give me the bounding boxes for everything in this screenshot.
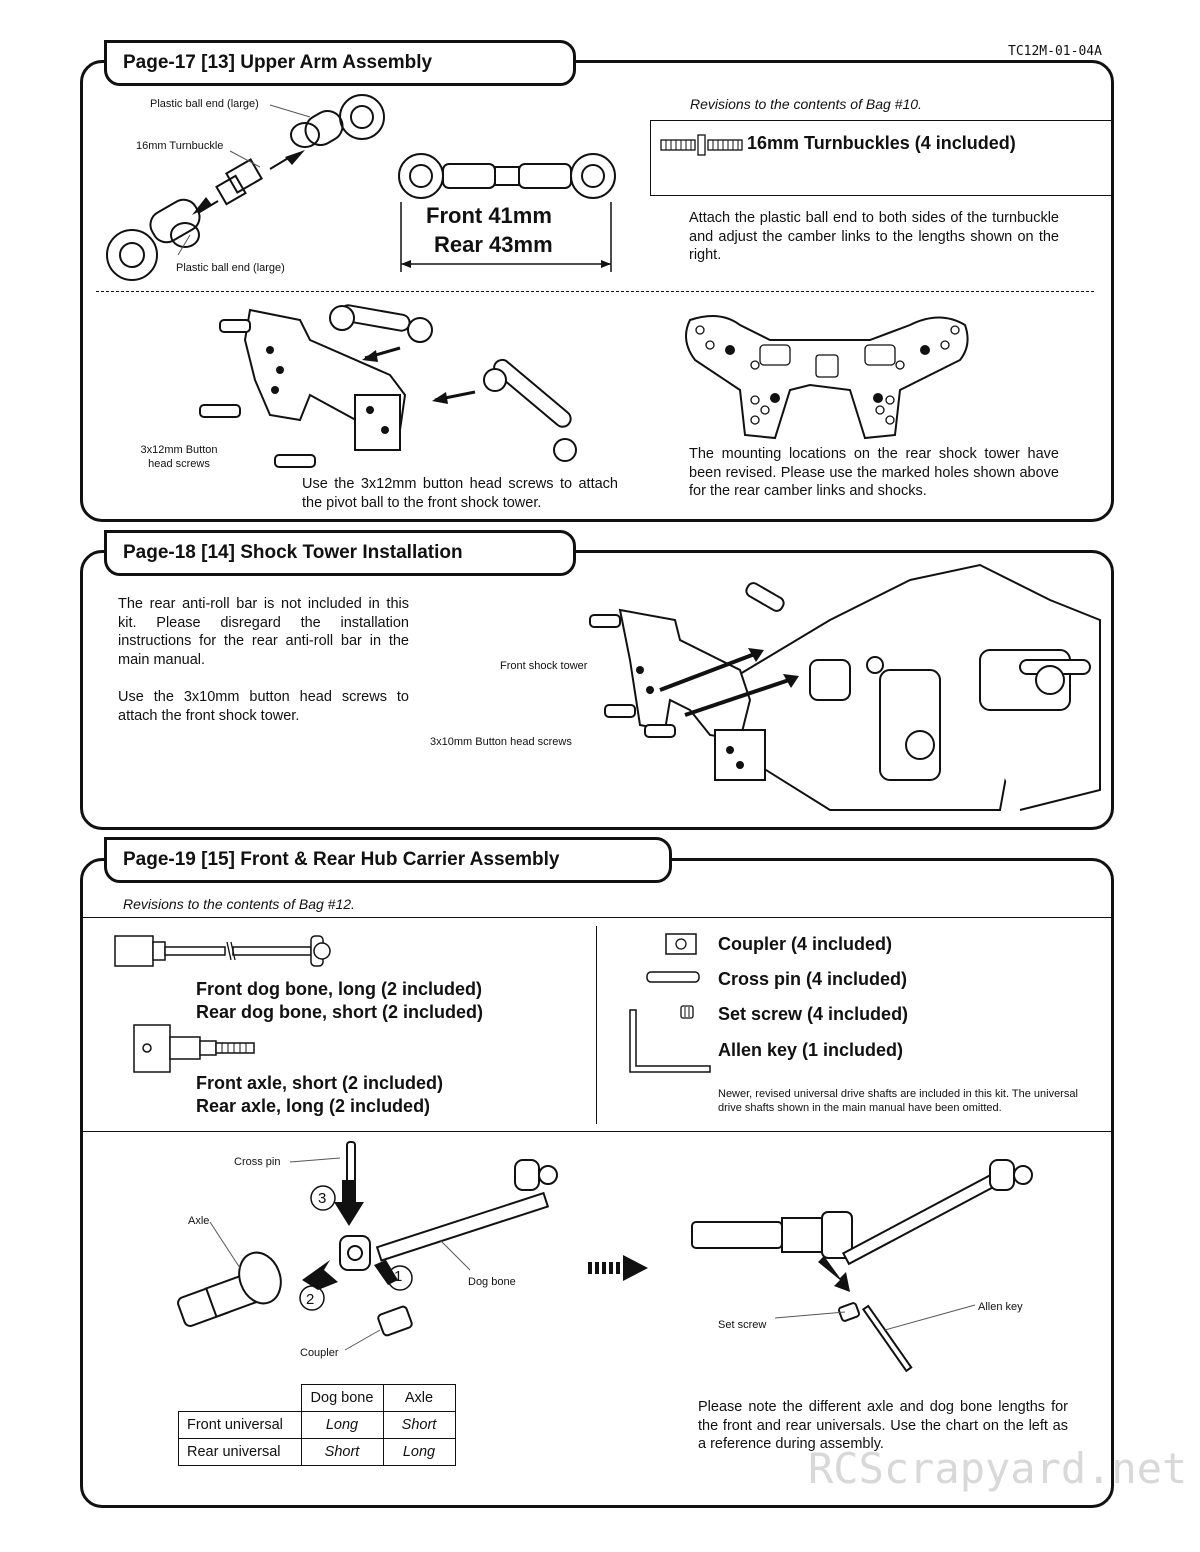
front-shock-tower-exploded-illustration bbox=[199, 304, 577, 468]
set-screw-icon bbox=[680, 1005, 694, 1019]
bag10-revision-note: Revisions to the contents of Bag #10. bbox=[690, 96, 922, 112]
step-2-label: 2 bbox=[306, 1291, 315, 1308]
label-ball-end-bottom: Plastic ball end (large) bbox=[176, 262, 285, 274]
coupler-label: Coupler (4 included) bbox=[718, 934, 893, 954]
front-shock-tower-screws-text: Use the 3x10mm button head screws to att… bbox=[118, 689, 409, 724]
length-reference-note: Please note the different axle and dog b… bbox=[698, 1399, 1068, 1452]
newer-drive-shafts-note: Newer, revised universal drive shafts ar… bbox=[718, 1088, 1078, 1114]
label-set-screw: Set screw bbox=[718, 1319, 767, 1331]
label-front-shock-tower: Front shock tower bbox=[500, 660, 588, 672]
table-row-label: Rear universal bbox=[178, 1438, 302, 1466]
label-allen-key: Allen key bbox=[978, 1301, 1023, 1313]
section-shock-tower-title: Page-18 [14] Shock Tower Installation bbox=[104, 530, 576, 576]
bag12-contents-top-rule bbox=[82, 917, 1112, 918]
bag12-contents-bottom-rule bbox=[82, 1131, 1112, 1132]
section-17-divider bbox=[96, 291, 1094, 292]
label-turnbuckle: 16mm Turnbuckle bbox=[136, 140, 224, 152]
table-cell-axle: Long bbox=[382, 1438, 456, 1466]
label-ball-end-top: Plastic ball end (large) bbox=[150, 98, 259, 110]
universal-length-table: Dog bone Axle Front universal Long Short… bbox=[178, 1384, 456, 1466]
cross-pin-label: Cross pin (4 included) bbox=[718, 969, 908, 989]
turnbuckle-icon bbox=[660, 134, 743, 156]
cross-pin-icon bbox=[646, 971, 700, 983]
axle-front-label: Front axle, short (2 included) bbox=[196, 1073, 444, 1093]
allen-key-icon bbox=[629, 1009, 711, 1073]
rear-shock-tower-illustration bbox=[685, 315, 969, 440]
assembled-universal-illustration bbox=[691, 1159, 1033, 1373]
bag12-revision-note: Revisions to the contents of Bag #12. bbox=[123, 896, 355, 912]
step-1-label: 1 bbox=[394, 1268, 403, 1285]
section-hub-carrier-panel bbox=[80, 858, 1114, 1508]
set-screw-label: Set screw (4 included) bbox=[718, 1004, 909, 1024]
next-step-arrow-icon bbox=[588, 1255, 648, 1281]
front-length-label: Front 41mm bbox=[426, 203, 552, 228]
document-code: TC12M-01-04A bbox=[1008, 44, 1102, 59]
attach-ball-end-text: Attach the plastic ball end to both side… bbox=[689, 210, 1059, 263]
watermark: RCScrapyard.net bbox=[808, 1444, 1188, 1493]
table-row: Rear universal Short Long bbox=[178, 1438, 456, 1466]
table-header-dog-bone: Dog bone bbox=[300, 1384, 384, 1412]
axle-rear-label: Rear axle, long (2 included) bbox=[196, 1096, 431, 1116]
bag12-contents-divider bbox=[596, 926, 597, 1124]
dog-bone-icon bbox=[114, 935, 331, 967]
coupler-icon bbox=[665, 933, 697, 955]
table-header-axle: Axle bbox=[382, 1384, 456, 1412]
bag10-contents-box bbox=[650, 120, 1112, 196]
dog-bone-front-label: Front dog bone, long (2 included) bbox=[196, 979, 482, 999]
label-axle: Axle bbox=[188, 1215, 210, 1227]
step-3-label: 3 bbox=[318, 1190, 327, 1207]
mounting-locations-text: The mounting locations on the rear shock… bbox=[689, 446, 1059, 499]
label-cross-pin: Cross pin bbox=[234, 1156, 281, 1168]
universal-assembly-illustration bbox=[177, 1141, 558, 1351]
label-dog-bone: Dog bone bbox=[468, 1276, 516, 1288]
label-coupler: Coupler bbox=[300, 1347, 339, 1359]
turnbuckles-count: 16mm Turnbuckles (4 included) bbox=[747, 133, 1016, 153]
screws-instruction-text: Use the 3x12mm button head screws to att… bbox=[302, 476, 618, 511]
section-hub-carrier-title: Page-19 [15] Front & Rear Hub Carrier As… bbox=[104, 837, 672, 883]
table-row: Front universal Long Short bbox=[178, 1411, 456, 1439]
shock-tower-installation-illustration bbox=[589, 563, 1101, 811]
table-cell-dog-bone: Short bbox=[300, 1438, 384, 1466]
table-row-label: Front universal bbox=[178, 1411, 302, 1439]
table-cell-axle: Short bbox=[382, 1411, 456, 1439]
allen-key-label: Allen key (1 included) bbox=[718, 1040, 904, 1060]
label-3x12-screws: 3x12mm Button head screws bbox=[140, 444, 218, 470]
section-upper-arm-title: Page-17 [13] Upper Arm Assembly bbox=[104, 40, 576, 86]
axle-icon bbox=[133, 1024, 255, 1073]
ball-end-illustration bbox=[106, 94, 385, 281]
dog-bone-rear-label: Rear dog bone, short (2 included) bbox=[196, 1002, 484, 1022]
label-3x10-screws: 3x10mm Button head screws bbox=[430, 736, 572, 748]
table-cell-dog-bone: Long bbox=[300, 1411, 384, 1439]
camber-link-illustration bbox=[398, 153, 616, 272]
anti-roll-bar-text: The rear anti-roll bar is not included i… bbox=[118, 596, 409, 668]
rear-length-label: Rear 43mm bbox=[434, 232, 553, 257]
